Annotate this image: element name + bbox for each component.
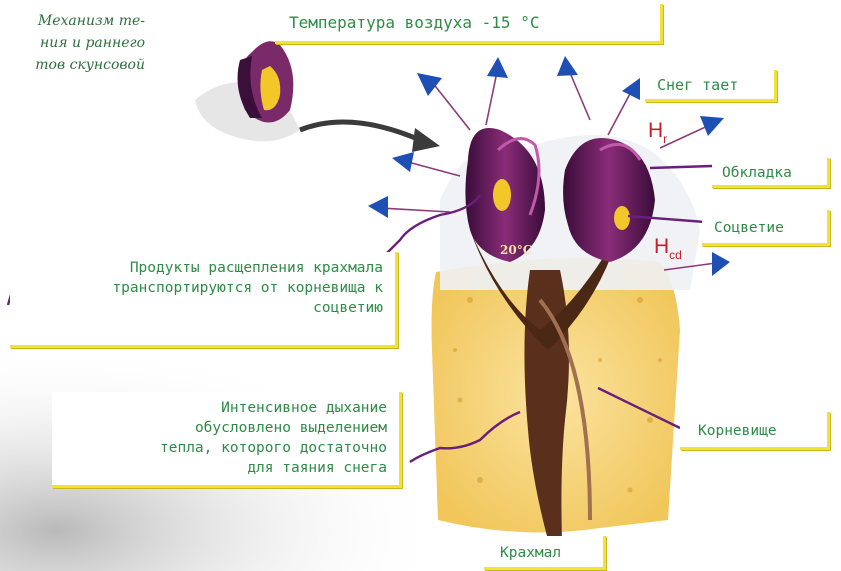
starch-products-line-2: транспортируются от корневища к xyxy=(10,278,383,298)
hr-main: H xyxy=(648,119,663,142)
rhizome-label: Корневище xyxy=(680,412,830,450)
intro-line-2: ния и раннего xyxy=(0,32,145,54)
snow-melts-label: Снег тает xyxy=(645,70,777,102)
transition-arrow xyxy=(300,122,420,140)
respiration-line-3: тепла, которого достаточно xyxy=(52,438,387,458)
respiration-line-4: для таяния снега xyxy=(52,458,387,478)
intro-line-3: тов скунсовой xyxy=(0,54,145,76)
starch-label: Крахмал xyxy=(484,536,606,570)
spathe-label: Обкладка xyxy=(712,158,830,188)
respiration-line-1: Интенсивное дыхание xyxy=(52,398,387,418)
starch-products-label: Продукты расщепления крахмала транспорти… xyxy=(10,252,398,348)
hcd-symbol: Hcd xyxy=(654,236,682,266)
hcd-sub: cd xyxy=(669,248,682,262)
inflorescence-label: Соцветие xyxy=(702,210,830,246)
plant-temperature: 20°С xyxy=(500,243,532,257)
starch-products-line-3: соцветию xyxy=(10,298,383,318)
hr-symbol: Hr xyxy=(648,120,667,150)
respiration-line-2: обусловлено выделением xyxy=(52,418,387,438)
respiration-label: Интенсивное дыхание обусловлено выделени… xyxy=(52,392,402,488)
hr-sub: r xyxy=(663,132,667,146)
intro-line-1: Механизм те- xyxy=(0,10,145,32)
right-inflorescence xyxy=(614,206,630,230)
left-inflorescence xyxy=(493,179,511,211)
small-plant-illustration xyxy=(195,41,300,141)
air-temperature-label: Температура воздуха -15 °С xyxy=(275,4,663,44)
intro-text: Механизм те- ния и раннего тов скунсовой xyxy=(0,10,145,76)
starch-products-line-1: Продукты расщепления крахмала xyxy=(10,258,383,278)
hcd-main: H xyxy=(654,235,669,258)
